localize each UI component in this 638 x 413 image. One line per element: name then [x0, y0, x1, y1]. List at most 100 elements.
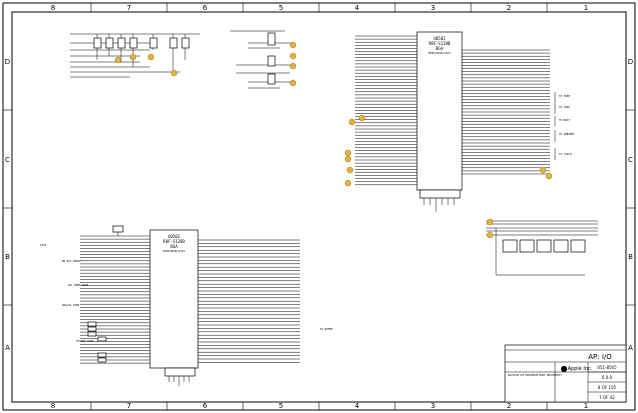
u0502-left-pins: [355, 35, 417, 186]
col-label: 7: [127, 4, 131, 12]
ic-u0502: U0502 R8F-S128B BGA BTRH/BASE/ASIS: [416, 31, 463, 191]
net-group-label: ANALOG CORE: [62, 303, 80, 307]
marker-icon: [545, 172, 553, 180]
proprietary-notice: NOTICE OF PROPRIETARY PROPERTY: [508, 373, 562, 377]
page-number: 7 OF 42: [599, 395, 615, 400]
ic-u0501: U0501 R8F-S128B BGA BTRH/BASE/ASIS: [149, 229, 199, 369]
marker-icon: [114, 56, 122, 64]
marker-icon: [539, 166, 547, 174]
row-label: D: [628, 58, 633, 66]
column-labels-top: 8 7 6 5 4 3 2 1: [51, 4, 588, 12]
resistor: [267, 73, 276, 85]
net-group-label: TO CHIP: [559, 105, 570, 109]
u0502-group-brackets: TO TREE TO CHIP TO BOOT TO AMBIENT TO TO…: [554, 92, 575, 160]
col-label: 3: [431, 4, 435, 12]
marker-icon: [486, 218, 494, 226]
marker-icon: [486, 231, 494, 239]
inner-frame: [11, 11, 627, 403]
col-label: 8: [51, 4, 55, 12]
resistor: [570, 239, 586, 253]
net-group-label: TO TREE: [559, 94, 570, 98]
net-group-label: TO NVMEM: [320, 327, 333, 331]
ic-part-label: R8F-S128B: [429, 41, 451, 46]
row-label: B: [5, 253, 10, 261]
u0502-markers: [344, 114, 553, 187]
row-label: C: [5, 156, 10, 164]
apple-logo-icon: [561, 366, 568, 372]
resistor: [553, 239, 569, 253]
net-group-label: TO AMBIENT: [559, 132, 575, 136]
title-block: AP: I/O Apple Inc. NOTICE OF PROPRIETARY…: [504, 344, 627, 403]
ic-pkg-label: BGA: [170, 244, 178, 249]
row-label: C: [628, 156, 633, 164]
net-group-label: TO BOOT: [559, 118, 570, 122]
col-label: 5: [279, 4, 283, 12]
net-group-label: SYSTEM CORE: [76, 339, 94, 343]
col-label: 6: [203, 402, 208, 410]
u0502-header: [419, 189, 461, 212]
marker-icon: [344, 179, 352, 187]
net-group-label: EN SEL INPUT: [62, 259, 81, 263]
net-group-label: I2C0: [40, 243, 47, 247]
row-labels: D D C C B B A A: [5, 58, 633, 352]
col-label: 6: [203, 4, 208, 12]
marker-icon: [289, 41, 297, 49]
resistor: [267, 55, 276, 67]
drawing-number: 051-8565: [597, 365, 617, 370]
ic-title-label: BTRH/BASE/ASIS: [163, 249, 185, 253]
u0501-left-pins: [80, 235, 150, 364]
u0501-group-labels: I2C0 EN SEL INPUT PAL MGMT ADDR ANALOG C…: [40, 243, 333, 343]
marker-icon: [289, 79, 297, 87]
u0501-header: [164, 367, 196, 386]
marker-icon: [348, 118, 356, 126]
marker-icon: [344, 149, 352, 157]
right-resistor-group: [486, 218, 598, 276]
u0502-right-pins: [462, 49, 550, 175]
resistor: [502, 239, 518, 253]
col-label: 4: [355, 4, 360, 12]
net-group-label: PAL MGMT ADDR: [68, 283, 89, 287]
col-label: 4: [355, 402, 360, 410]
page-title: AP: I/O: [588, 353, 612, 361]
column-labels-bottom: 8 7 6 5 4 3 2 1: [51, 402, 588, 410]
row-label: D: [5, 58, 10, 66]
ic-title-label: BTRH/BASE/ASIS: [429, 51, 451, 55]
ic-ref-label: U0502: [433, 36, 446, 41]
resistor-array: [93, 34, 190, 72]
col-label: 1: [584, 4, 588, 12]
row-ticks: [3, 109, 635, 306]
company-name: Apple Inc.: [568, 366, 593, 372]
mid-resistor-block: [230, 30, 297, 89]
net-group-label: TO TOUCH: [559, 152, 572, 156]
resistor: [536, 239, 552, 253]
marker-icon: [346, 166, 354, 174]
marker-icon: [344, 155, 352, 163]
col-label: 5: [279, 402, 283, 410]
resistor: [519, 239, 535, 253]
row-label: A: [628, 344, 633, 352]
column-ticks: [90, 3, 548, 410]
col-label: 3: [431, 402, 435, 410]
marker-icon: [129, 53, 137, 61]
resistor: [267, 32, 276, 46]
col-label: 7: [127, 402, 131, 410]
sheet-number: 8 OF 105: [598, 385, 617, 390]
row-label: B: [628, 253, 633, 261]
marker-icon: [289, 62, 297, 70]
col-label: 1: [584, 402, 588, 410]
col-label: 2: [507, 402, 511, 410]
revision: 6.0.0: [602, 375, 613, 380]
ic-pkg-label: BGA: [436, 46, 444, 51]
u0501-resistors: [87, 225, 124, 363]
row-label: A: [5, 344, 10, 352]
marker-icon: [147, 53, 155, 61]
ic-ref-label: U0501: [168, 234, 181, 239]
marker-icon: [170, 69, 178, 77]
col-label: 8: [51, 402, 55, 410]
marker-icon: [358, 114, 366, 122]
u0501-right-pins: [198, 239, 300, 363]
ic-part-label: R8F-S128B: [163, 239, 185, 244]
marker-icon: [289, 52, 297, 60]
pullup-resistor-block: [70, 33, 200, 78]
